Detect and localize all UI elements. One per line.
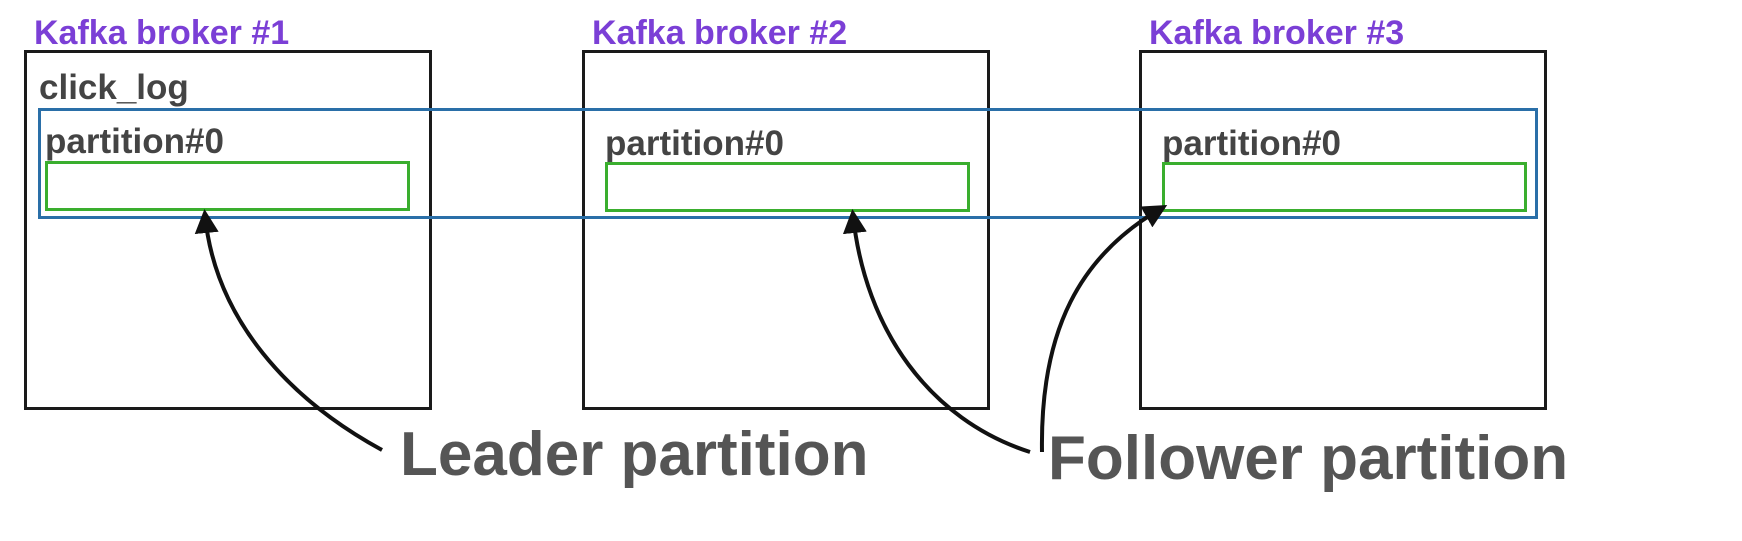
topic-label: click_log xyxy=(39,68,189,107)
leader-partition-callout: Leader partition xyxy=(400,420,869,489)
broker-3-partition-label: partition#0 xyxy=(1162,124,1341,163)
broker-1-partition-label: partition#0 xyxy=(45,122,224,161)
broker-2-follower-partition-bar xyxy=(605,162,970,212)
broker-1-title: Kafka broker #1 xyxy=(34,14,290,52)
broker-3-box xyxy=(1139,50,1547,410)
broker-1-leader-partition-bar xyxy=(45,161,410,211)
broker-2-box xyxy=(582,50,990,410)
broker-3-follower-partition-bar xyxy=(1162,162,1527,212)
broker-2-partition-label: partition#0 xyxy=(605,124,784,163)
broker-2-title: Kafka broker #2 xyxy=(592,14,848,52)
broker-3-title: Kafka broker #3 xyxy=(1149,14,1405,52)
follower-partition-callout: Follower partition xyxy=(1048,424,1569,493)
replica-group-outline xyxy=(38,108,1538,219)
